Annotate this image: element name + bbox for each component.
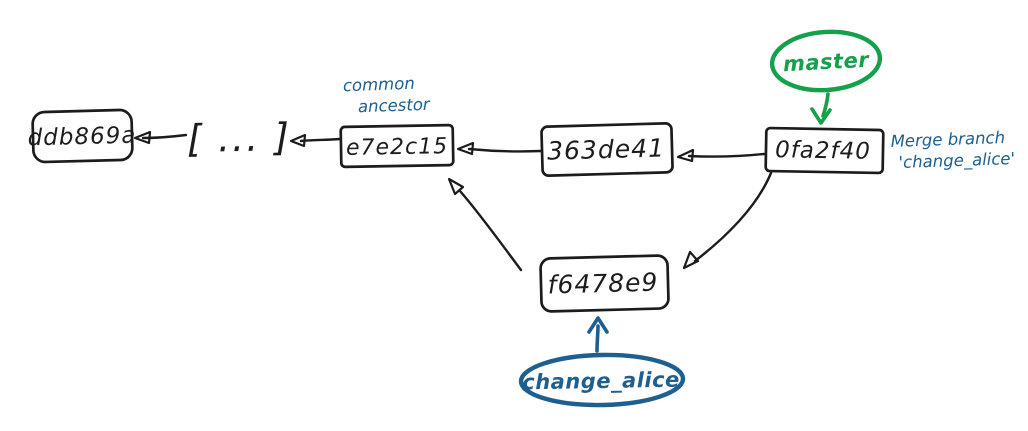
arrow-head-icon <box>133 130 152 145</box>
edge-f6478e9-to-e7e2c15 <box>447 177 523 272</box>
history-ellipsis-node: [ ... ] <box>187 115 292 161</box>
merge-note-line1: Merge branch <box>890 128 1005 151</box>
edge-0fa2f40-to-363de41 <box>676 148 766 163</box>
edge-363de41-to-e7e2c15 <box>456 141 543 156</box>
arrow-line <box>299 137 342 143</box>
arrow-head-icon <box>289 133 307 148</box>
edge-ellipsis-to-ddb869a <box>133 130 188 145</box>
arrow-line <box>687 152 766 158</box>
master-bubble-outline <box>769 29 883 93</box>
common-ancestor-line1: common <box>343 74 415 95</box>
commit-hash-label: ddb869a <box>27 123 136 152</box>
edge-0fa2f40-to-f6478e9 <box>682 171 773 270</box>
commit-box <box>339 123 455 169</box>
commit-node-ddb869a: ddb869a <box>27 108 137 164</box>
branch-label-change-alice: change_alice <box>522 368 680 395</box>
master-pointer-arrowhead-icon <box>810 107 832 125</box>
commit-hash-label: 363de41 <box>547 133 666 165</box>
commit-hash-label: e7e2c15 <box>346 134 449 161</box>
commit-node-e7e2c15: e7e2c15 <box>339 123 455 169</box>
commit-box <box>764 126 885 175</box>
master-pointer-line <box>821 92 830 118</box>
arrow-line <box>693 171 773 263</box>
arrow-line <box>458 189 523 272</box>
arrow-head-icon <box>447 177 465 196</box>
commit-node-363de41: 363de41 <box>540 122 674 177</box>
common-ancestor-annotation: common ancestor <box>343 74 432 116</box>
merge-note-line2: 'change_alice' <box>898 149 1015 173</box>
edge-e7e2c15-to-ellipsis <box>289 133 342 148</box>
commit-box <box>31 108 134 164</box>
arrow-head-icon <box>676 148 695 163</box>
commit-box <box>540 122 674 177</box>
commit-node-0fa2f40: 0fa2f40 <box>764 126 885 175</box>
commit-node-f6478e9: f6478e9 <box>539 254 670 313</box>
commit-box <box>539 254 670 313</box>
arrow-line <box>467 147 543 153</box>
commit-hash-label: 0fa2f40 <box>775 137 871 165</box>
arrow-line <box>141 133 188 140</box>
history-ellipsis-label: [ ... ] <box>187 115 292 161</box>
arrow-head-icon <box>456 141 475 156</box>
change-alice-pointer-line <box>595 324 600 353</box>
branch-label-master: master <box>782 48 870 77</box>
change-alice-pointer-arrowhead-icon <box>587 316 609 334</box>
branch-bubble-master: master <box>769 29 883 125</box>
arrow-head-icon <box>682 250 700 270</box>
branch-bubble-change-alice: change_alice <box>518 316 686 408</box>
common-ancestor-line2: ancestor <box>358 95 432 117</box>
commit-hash-label: f6478e9 <box>547 268 658 300</box>
change-alice-bubble-outline <box>518 352 686 408</box>
merge-note-annotation: Merge branch 'change_alice' <box>890 128 1015 173</box>
